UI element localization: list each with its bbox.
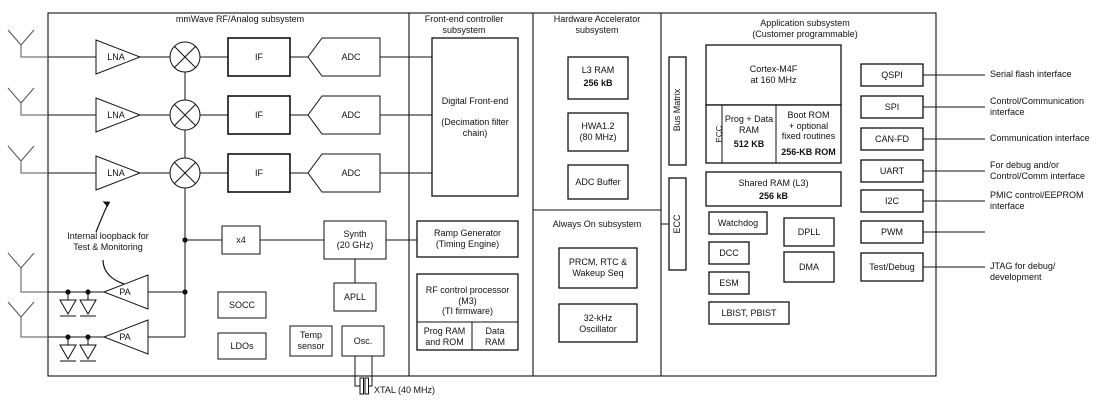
adc-3-shape [307,153,381,193]
bus-matrix-shape [668,56,687,166]
antenna-rx-1 [7,29,48,58]
lna-2-shape [95,97,142,133]
diode-pa1-a [59,292,77,317]
antenna-tx-2 [7,301,48,338]
test-debug-shape [860,252,924,282]
x4-multiplier-shape [221,225,261,255]
adc-1-shape [307,37,381,77]
i2c-shape [860,189,924,213]
ramp-generator-shape [416,220,519,258]
spi-shape [860,95,924,119]
loopback-arrow-down [102,259,125,285]
hwa-shape [567,112,629,152]
pa-1-shape [102,274,149,310]
ldos-shape [217,332,267,360]
temp-sensor-shape [289,325,333,357]
osc-32k-shape [558,303,638,343]
adc-buffer-shape [567,164,629,200]
cortex-m4f-shape [705,44,842,106]
antenna-rx-3 [7,145,48,174]
antenna-rx-2 [7,87,48,116]
memory-row-shape [705,104,842,164]
l3-ram-shape [567,56,629,100]
if-2-shape [227,95,291,135]
ecc-outer-shape [668,177,687,271]
diode-pa2-b [79,337,97,362]
lna-3-shape [95,155,142,191]
pa-2-shape [102,319,149,355]
esm-shape [708,271,750,295]
diode-pa2-a [59,337,77,362]
osc-shape [341,325,385,357]
wire-osc-xtal-left [354,356,360,387]
synth-shape [323,220,387,260]
junction-lo-x4 [182,237,188,243]
watchdog-shape [708,211,768,235]
shared-ram-shape [705,171,842,207]
apll-shape [333,282,377,312]
uart-shape [860,159,924,183]
xtal-plate-1 [359,377,364,395]
dpll-shape [783,217,835,247]
if-1-shape [227,37,291,77]
adc-2-shape [307,95,381,135]
pwm-shape [860,220,924,244]
dma-shape [783,251,835,283]
qspi-shape [860,63,924,87]
diode-pa1-b [79,292,97,317]
lna-1-shape [95,39,142,75]
digital-front-end-shape [431,37,519,197]
rf-control-processor-shape [416,273,519,351]
loopback-arrow-up [95,201,111,233]
if-3-shape [227,153,291,193]
socc-shape [217,291,267,319]
chip-outline [47,12,937,377]
prcm-shape [558,247,638,289]
dcc-shape [708,241,750,265]
can-fd-shape [860,127,924,151]
junction-lo-pa1 [182,289,188,295]
antenna-tx-1 [7,252,48,293]
xtal-plate-2 [364,377,369,395]
lbist-pbist-shape [708,301,790,325]
